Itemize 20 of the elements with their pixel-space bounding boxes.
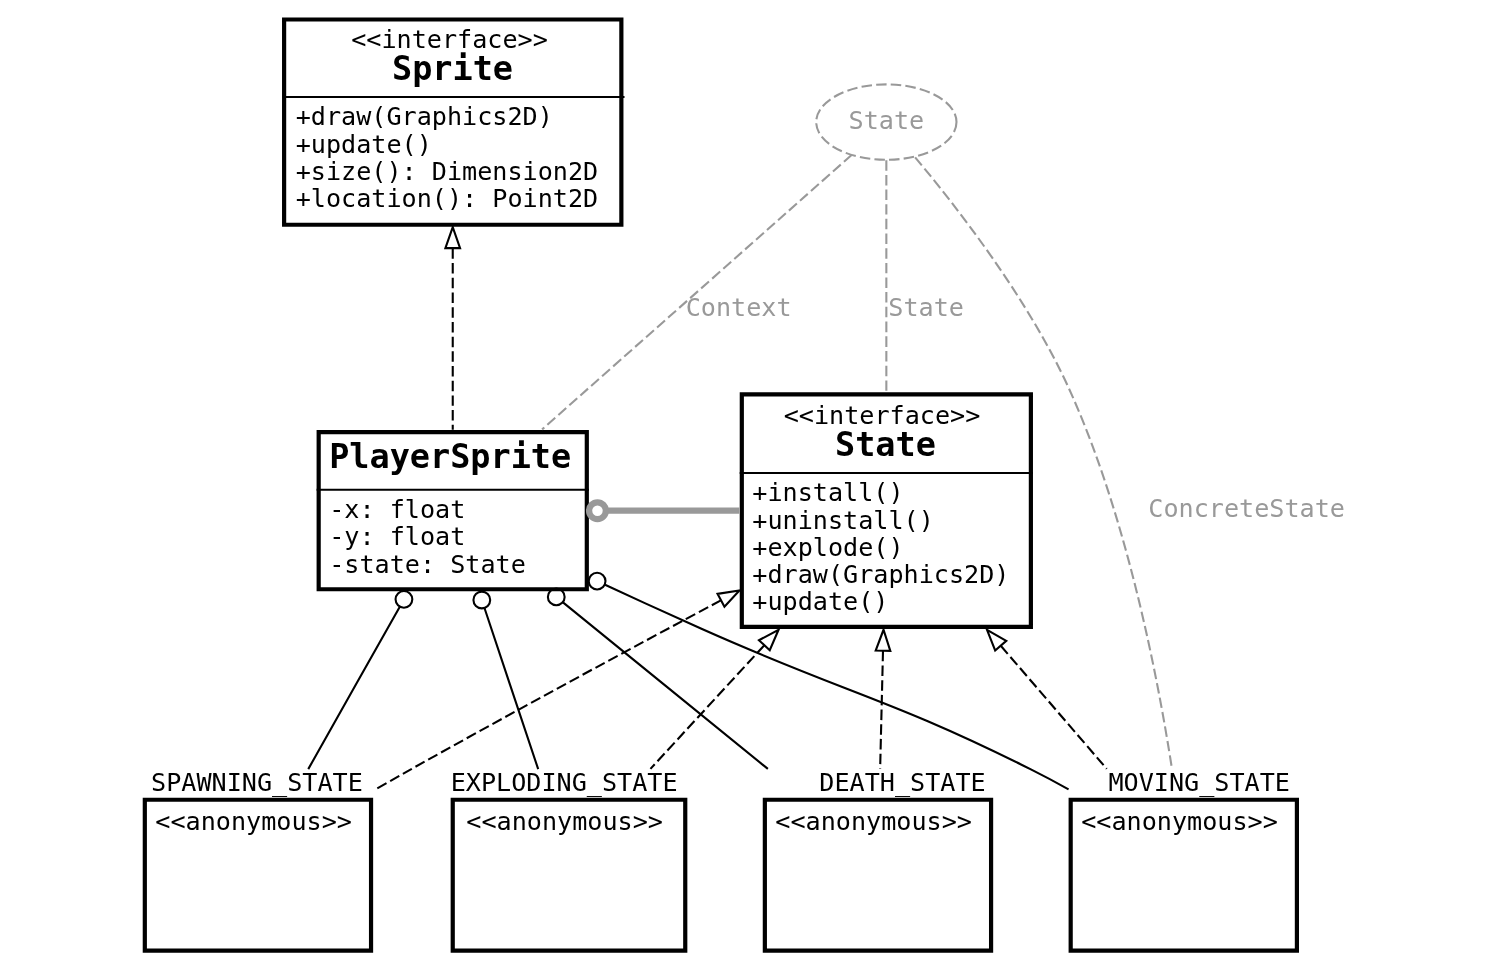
arrow [874, 626, 892, 769]
node-label: MOVING_STATE [1108, 767, 1290, 797]
connector [541, 153, 853, 430]
node-label: SPAWNING_STATE [151, 767, 363, 797]
node-ellipse: State [815, 82, 958, 161]
arrow [649, 626, 781, 770]
connector [585, 498, 740, 522]
edge-label: ConcreteState [1148, 493, 1345, 523]
connector [914, 156, 1173, 769]
node-label: EXPLODING_STATE [450, 767, 678, 797]
connector [307, 589, 414, 770]
connector [546, 587, 769, 770]
connector [885, 159, 888, 392]
connector [472, 590, 540, 769]
edge-label: Context [685, 292, 792, 322]
connector [587, 571, 1070, 790]
arrow [984, 626, 1108, 770]
node-label: DEATH_STATE [819, 767, 986, 797]
arrow [443, 223, 462, 430]
edge-label: State [888, 292, 964, 322]
